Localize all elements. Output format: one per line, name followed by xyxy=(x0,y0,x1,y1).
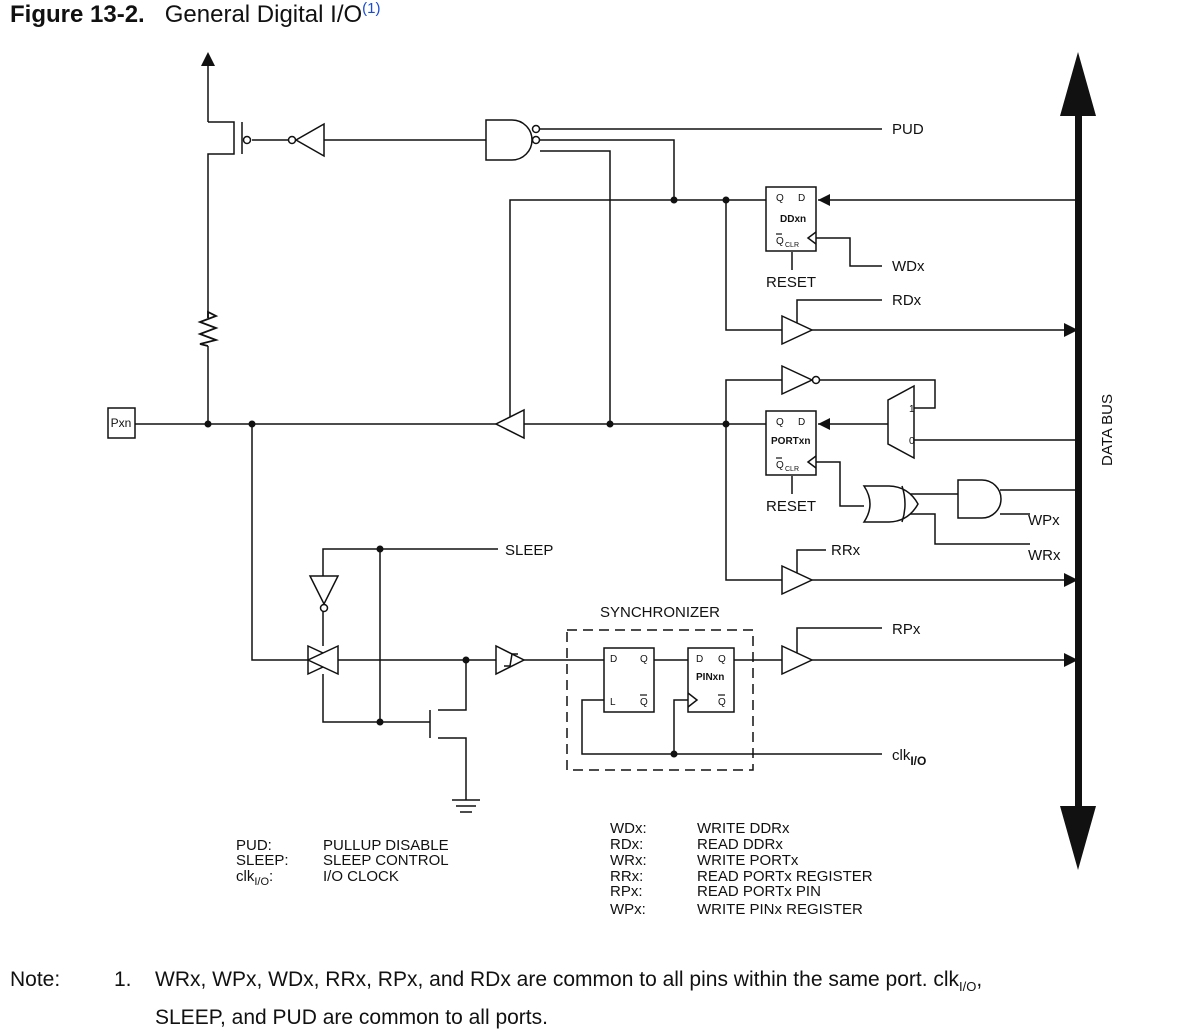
legend-value: WRITE DDRx xyxy=(697,820,790,837)
port-mux xyxy=(887,384,915,460)
note-label: Note: xyxy=(10,968,61,991)
note-text-c: SLEEP, and PUD are common to all ports. xyxy=(155,1006,548,1030)
latch-l-pin: L xyxy=(610,697,616,708)
rpx-label: RPx xyxy=(892,621,921,638)
portxn-label: PORTxn xyxy=(771,436,810,447)
ddr-d-arrow-icon xyxy=(818,194,830,206)
wp-and-gate xyxy=(957,479,1002,519)
rd-arrow-icon xyxy=(1064,323,1078,337)
pin-driver-buffer xyxy=(494,408,525,440)
latch-d-pin: D xyxy=(610,654,617,665)
schmitt-trigger xyxy=(495,644,526,676)
ddxn-q-pin: Q xyxy=(776,193,784,204)
legend-value: WRITE PINx REGISTER xyxy=(697,901,863,918)
wdx-label: WDx xyxy=(892,258,925,275)
loop-inverter xyxy=(781,364,814,396)
gates xyxy=(242,119,1002,676)
port-reset-label: RESET xyxy=(766,498,816,515)
wires xyxy=(135,64,1078,813)
ddxn-label: DDxn xyxy=(780,214,806,225)
figure-title-text: General Digital I/O xyxy=(164,1,363,28)
clk-label: clkI/O xyxy=(892,747,926,768)
portxn-clr-pin: CLR xyxy=(785,466,799,473)
note-text-a: WRx, WPx, WDx, RRx, RPx, and RDx are com… xyxy=(155,968,960,991)
junctions xyxy=(204,196,730,758)
rdx-label: RDx xyxy=(892,292,922,309)
pinxn-label: PINxn xyxy=(696,672,724,683)
ddxn-d-pin: D xyxy=(798,193,805,204)
portxn-d-pin: D xyxy=(798,417,805,428)
data-bus: DATA BUS xyxy=(1060,52,1116,870)
ddxn-qbar-pin: Q xyxy=(776,236,784,247)
note-text-b: , xyxy=(976,968,983,991)
legend-key: clkI/O: xyxy=(236,868,273,888)
pinxn-qbar-pin: Q xyxy=(718,697,726,708)
legend-key: RPx: xyxy=(610,883,643,900)
synchronizer-label: SYNCHRONIZER xyxy=(600,604,720,621)
legend-right: WDx: WRITE DDRx RDx: READ DDRx WRx: WRIT… xyxy=(610,820,873,918)
wpx-label: WPx xyxy=(1028,512,1060,529)
bus-arrow-down-icon xyxy=(1060,806,1096,870)
figure-title: Figure 13-2. General Digital I/O(1) xyxy=(10,0,381,29)
pinxn-flipflop xyxy=(687,647,735,713)
latch-q-pin: Q xyxy=(640,654,648,665)
rrx-label: RRx xyxy=(831,542,861,559)
legend-value: I/O CLOCK xyxy=(323,868,399,885)
legend-value: PULLUP DISABLE xyxy=(323,837,449,854)
legend-key: WRx: xyxy=(610,852,647,869)
legend-key: RRx: xyxy=(610,868,643,885)
ddxn-clr-pin: CLR xyxy=(785,242,799,249)
pin-pad xyxy=(107,407,136,439)
rr-arrow-icon xyxy=(1064,573,1078,587)
sleep-label: SLEEP xyxy=(505,542,553,559)
latch-qbar-pin: Q xyxy=(640,697,648,708)
rp-arrow-icon xyxy=(1064,653,1078,667)
port-d-arrow-icon xyxy=(818,418,830,430)
legend-key: PUD: xyxy=(236,837,272,854)
ddr-reset-label: RESET xyxy=(766,274,816,291)
legend-left: PUD: PULLUP DISABLE SLEEP: SLEEP CONTROL… xyxy=(236,837,449,888)
rp-buffer xyxy=(781,644,814,676)
pud-and-gate xyxy=(485,119,533,161)
pin-label: Pxn xyxy=(111,416,132,430)
legend-key: SLEEP: xyxy=(236,852,289,869)
pinxn-q-pin: Q xyxy=(718,654,726,665)
port-or-gate xyxy=(862,485,919,523)
portxn-q-pin: Q xyxy=(776,417,784,428)
transmission-gate-b xyxy=(306,644,339,676)
data-bus-label: DATA BUS xyxy=(1099,394,1116,466)
supply-arrow-icon xyxy=(201,52,215,66)
legend-value: READ PORTx PIN xyxy=(697,883,821,900)
legend-key: WDx: xyxy=(610,820,647,837)
portxn-qbar-pin: Q xyxy=(776,460,784,471)
bus-arrowheads xyxy=(201,52,1078,667)
note-text: WRx, WPx, WDx, RRx, RPx, and RDx are com… xyxy=(155,964,1193,1033)
figure-number: Figure 13-2. xyxy=(10,1,145,28)
synchronizer-box xyxy=(566,629,754,771)
wrx-label: WRx xyxy=(1028,547,1061,564)
rd-buffer xyxy=(781,314,814,346)
ddxn-flipflop xyxy=(765,186,817,252)
portxn-flipflop xyxy=(765,410,817,476)
rr-buffer xyxy=(781,564,814,596)
sync-latch xyxy=(603,647,655,713)
legend-value: WRITE PORTx xyxy=(697,852,799,869)
legend-value: READ DDRx xyxy=(697,836,783,853)
mux-input-1: 1 xyxy=(909,404,915,415)
note-index: 1. xyxy=(114,968,132,991)
legend-value: SLEEP CONTROL xyxy=(323,852,449,869)
legend-key: WPx: xyxy=(610,901,646,918)
bus-arrow-up-icon xyxy=(1060,52,1096,116)
figure-note-ref[interactable]: (1) xyxy=(362,0,381,17)
mux-input-0: 0 xyxy=(909,436,915,447)
legend-value: READ PORTx REGISTER xyxy=(697,868,873,885)
pud-inverter xyxy=(294,122,325,158)
inverter-bubble xyxy=(287,135,297,145)
legend-key: RDx: xyxy=(610,836,643,853)
note-text-sub: I/O xyxy=(959,979,977,995)
pud-label: PUD xyxy=(892,121,924,138)
sleep-inverter xyxy=(308,575,340,606)
pinxn-d-pin: D xyxy=(696,654,703,665)
